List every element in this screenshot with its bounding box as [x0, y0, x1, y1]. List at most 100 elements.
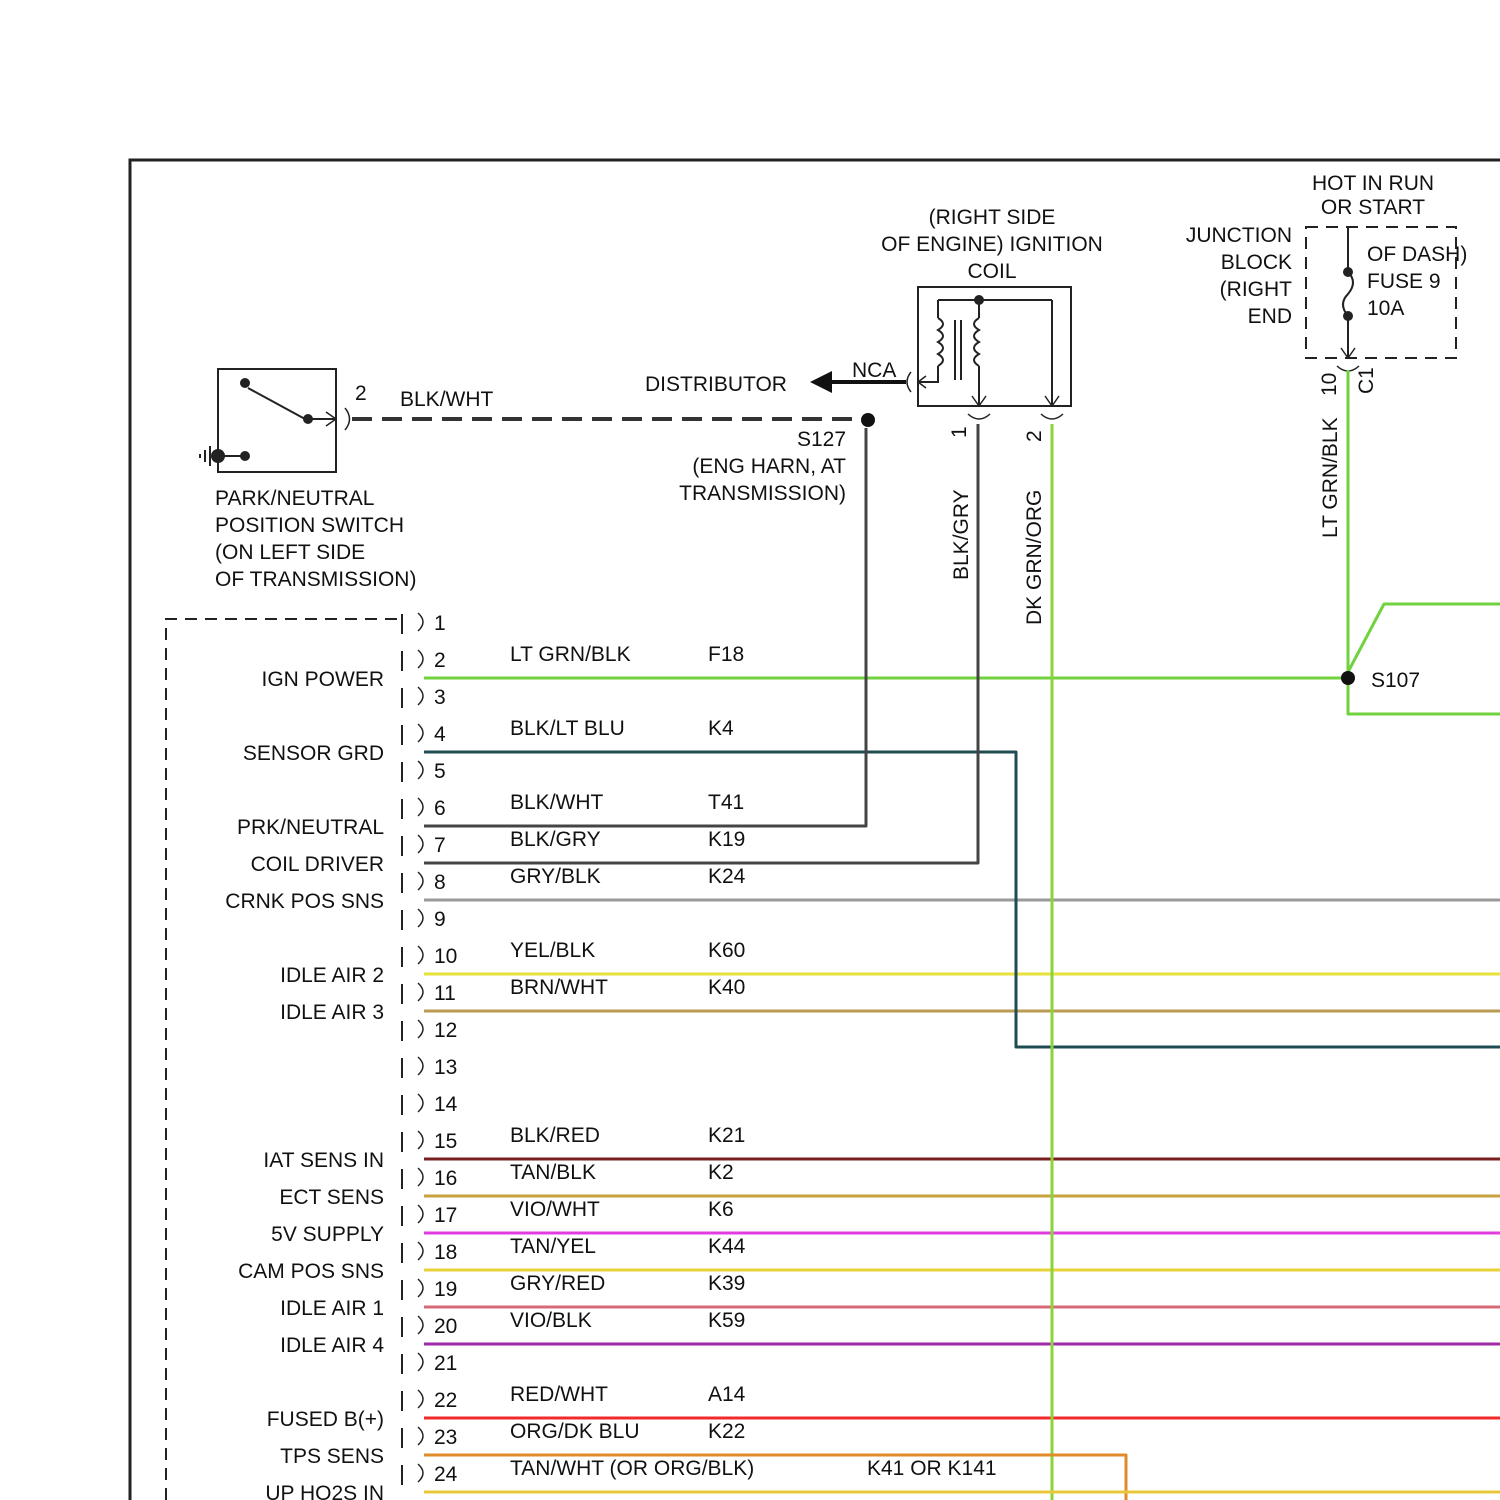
pin-cavity-icon [418, 724, 423, 742]
s127-label-2: (ENG HARN, AT [692, 455, 846, 478]
s127-label-1: S127 [797, 428, 846, 451]
pcm-pin-list [402, 613, 423, 1485]
park-neutral-label-4: OF TRANSMISSION) [215, 568, 416, 591]
circuit-id-label: K59 [708, 1309, 745, 1332]
s107-label: S107 [1371, 669, 1420, 692]
ignition-coil-label-2: OF ENGINE) IGNITION [881, 233, 1103, 256]
pin-number: 12 [434, 1019, 457, 1042]
wire-s107-branch-high [1348, 604, 1500, 672]
pin-number: 14 [434, 1093, 458, 1116]
pin-cavity-icon [418, 1057, 423, 1075]
pin-number: 4 [434, 723, 446, 746]
coil-wire-2-label: DK GRN/ORG [1023, 490, 1046, 625]
pin-function-label: SENSOR GRD [243, 742, 384, 765]
pin-cavity-icon [418, 687, 423, 705]
circuit-id-label: K4 [708, 717, 734, 740]
coil-pin-1: 1 [948, 426, 971, 438]
wire-color-label: TAN/BLK [510, 1161, 596, 1184]
distributor-arrow-icon [810, 371, 832, 393]
junction-connector: C1 [1355, 367, 1378, 394]
pin-cavity-icon [418, 613, 423, 631]
ignition-coil [918, 287, 1071, 419]
pin-number: 16 [434, 1167, 457, 1190]
wire-color-label: BLK/GRY [510, 828, 601, 851]
junction-pin: 10 [1318, 373, 1341, 396]
pin-cavity-icon [418, 798, 423, 816]
pin-number: 8 [434, 871, 446, 894]
pin-cavity-icon [418, 909, 423, 927]
pin-number: 15 [434, 1130, 457, 1153]
pin-function-label: ECT SENS [279, 1186, 384, 1209]
pin-cavity-icon [418, 835, 423, 853]
pin-function-label: IDLE AIR 2 [280, 964, 384, 987]
fuse-icon [1337, 227, 1359, 371]
junction-block-label-3: (RIGHT [1220, 278, 1292, 301]
pin-number: 20 [434, 1315, 457, 1338]
hot-label-1: HOT IN RUN [1312, 172, 1434, 195]
pin-cavity-icon [418, 650, 423, 668]
wire-color-label: YEL/BLK [510, 939, 595, 962]
pin-cavity-icon [418, 1427, 423, 1445]
s127-label-3: TRANSMISSION) [679, 482, 846, 505]
circuit-id-label: K60 [708, 939, 745, 962]
pin-number: 2 [434, 649, 446, 672]
pin-function-label: IDLE AIR 1 [280, 1297, 384, 1320]
park-neutral-label-1: PARK/NEUTRAL [215, 487, 374, 510]
pin-function-label: IDLE AIR 4 [280, 1334, 384, 1357]
pin-function-label: CAM POS SNS [238, 1260, 384, 1283]
pin-function-label: PRK/NEUTRAL [237, 816, 384, 839]
pin-number: 19 [434, 1278, 457, 1301]
park-neutral-label-3: (ON LEFT SIDE [215, 541, 365, 564]
pin-number: 21 [434, 1352, 457, 1375]
pin-function-label: IAT SENS IN [263, 1149, 384, 1172]
pin-number: 22 [434, 1389, 457, 1412]
coil-wire-1-label: BLK/GRY [950, 489, 973, 580]
pin-function-label: FUSED B(+) [267, 1408, 384, 1431]
pin-cavity-icon [418, 946, 423, 964]
junction-block-label-1: JUNCTION [1186, 224, 1292, 247]
pin-number: 1 [434, 612, 446, 635]
wire-color-label: VIO/WHT [510, 1198, 600, 1221]
pin-cavity-icon [418, 1279, 423, 1297]
pin-cavity-icon [418, 1464, 423, 1482]
pin-cavity-icon [418, 872, 423, 890]
wire-color-label: TAN/WHT (OR ORG/BLK) [510, 1457, 754, 1480]
junction-block-label-4: END [1248, 305, 1292, 328]
pin-number: 3 [434, 686, 446, 709]
pin-function-label: UP HO2S IN [265, 1482, 384, 1500]
park-neutral-wire-label: BLK/WHT [400, 388, 494, 411]
junction-inner-1: OF DASH) [1367, 243, 1467, 266]
pcm-pin-labels: 12IGN POWERLT GRN/BLKF1834SENSOR GRDBLK/… [225, 612, 996, 1500]
pin-number: 10 [434, 945, 457, 968]
pin-number: 7 [434, 834, 446, 857]
wire-color-label: BLK/LT BLU [510, 717, 625, 740]
circuit-id-label: K19 [708, 828, 745, 851]
wire-color-label: BRN/WHT [510, 976, 608, 999]
pin-number: 9 [434, 908, 446, 931]
pin-cavity-icon [418, 761, 423, 779]
circuit-id-label: K22 [708, 1420, 745, 1443]
circuit-id-label: K24 [708, 865, 746, 888]
pin-function-label: CRNK POS SNS [225, 890, 384, 913]
splice-s127 [861, 413, 875, 427]
wire-color-label: BLK/RED [510, 1124, 600, 1147]
splice-s107 [1341, 671, 1355, 685]
pin-number: 23 [434, 1426, 457, 1449]
wire-color-label: LT GRN/BLK [510, 643, 631, 666]
pin-cavity-icon [418, 983, 423, 1001]
pin-number: 6 [434, 797, 446, 820]
circuit-id-label: K39 [708, 1272, 745, 1295]
pin-number: 5 [434, 760, 446, 783]
wire-color-label: RED/WHT [510, 1383, 608, 1406]
pin-cavity-icon [418, 1316, 423, 1334]
pin-cavity-icon [418, 1094, 423, 1112]
pin-cavity-icon [418, 1242, 423, 1260]
circuit-id-label: F18 [708, 643, 744, 666]
nca-label: NCA [852, 359, 896, 382]
pin-cavity-icon [418, 1131, 423, 1149]
pin-number: 24 [434, 1463, 458, 1486]
wire-color-label: VIO/BLK [510, 1309, 592, 1332]
circuit-id-label: K40 [708, 976, 745, 999]
pin-number: 18 [434, 1241, 457, 1264]
